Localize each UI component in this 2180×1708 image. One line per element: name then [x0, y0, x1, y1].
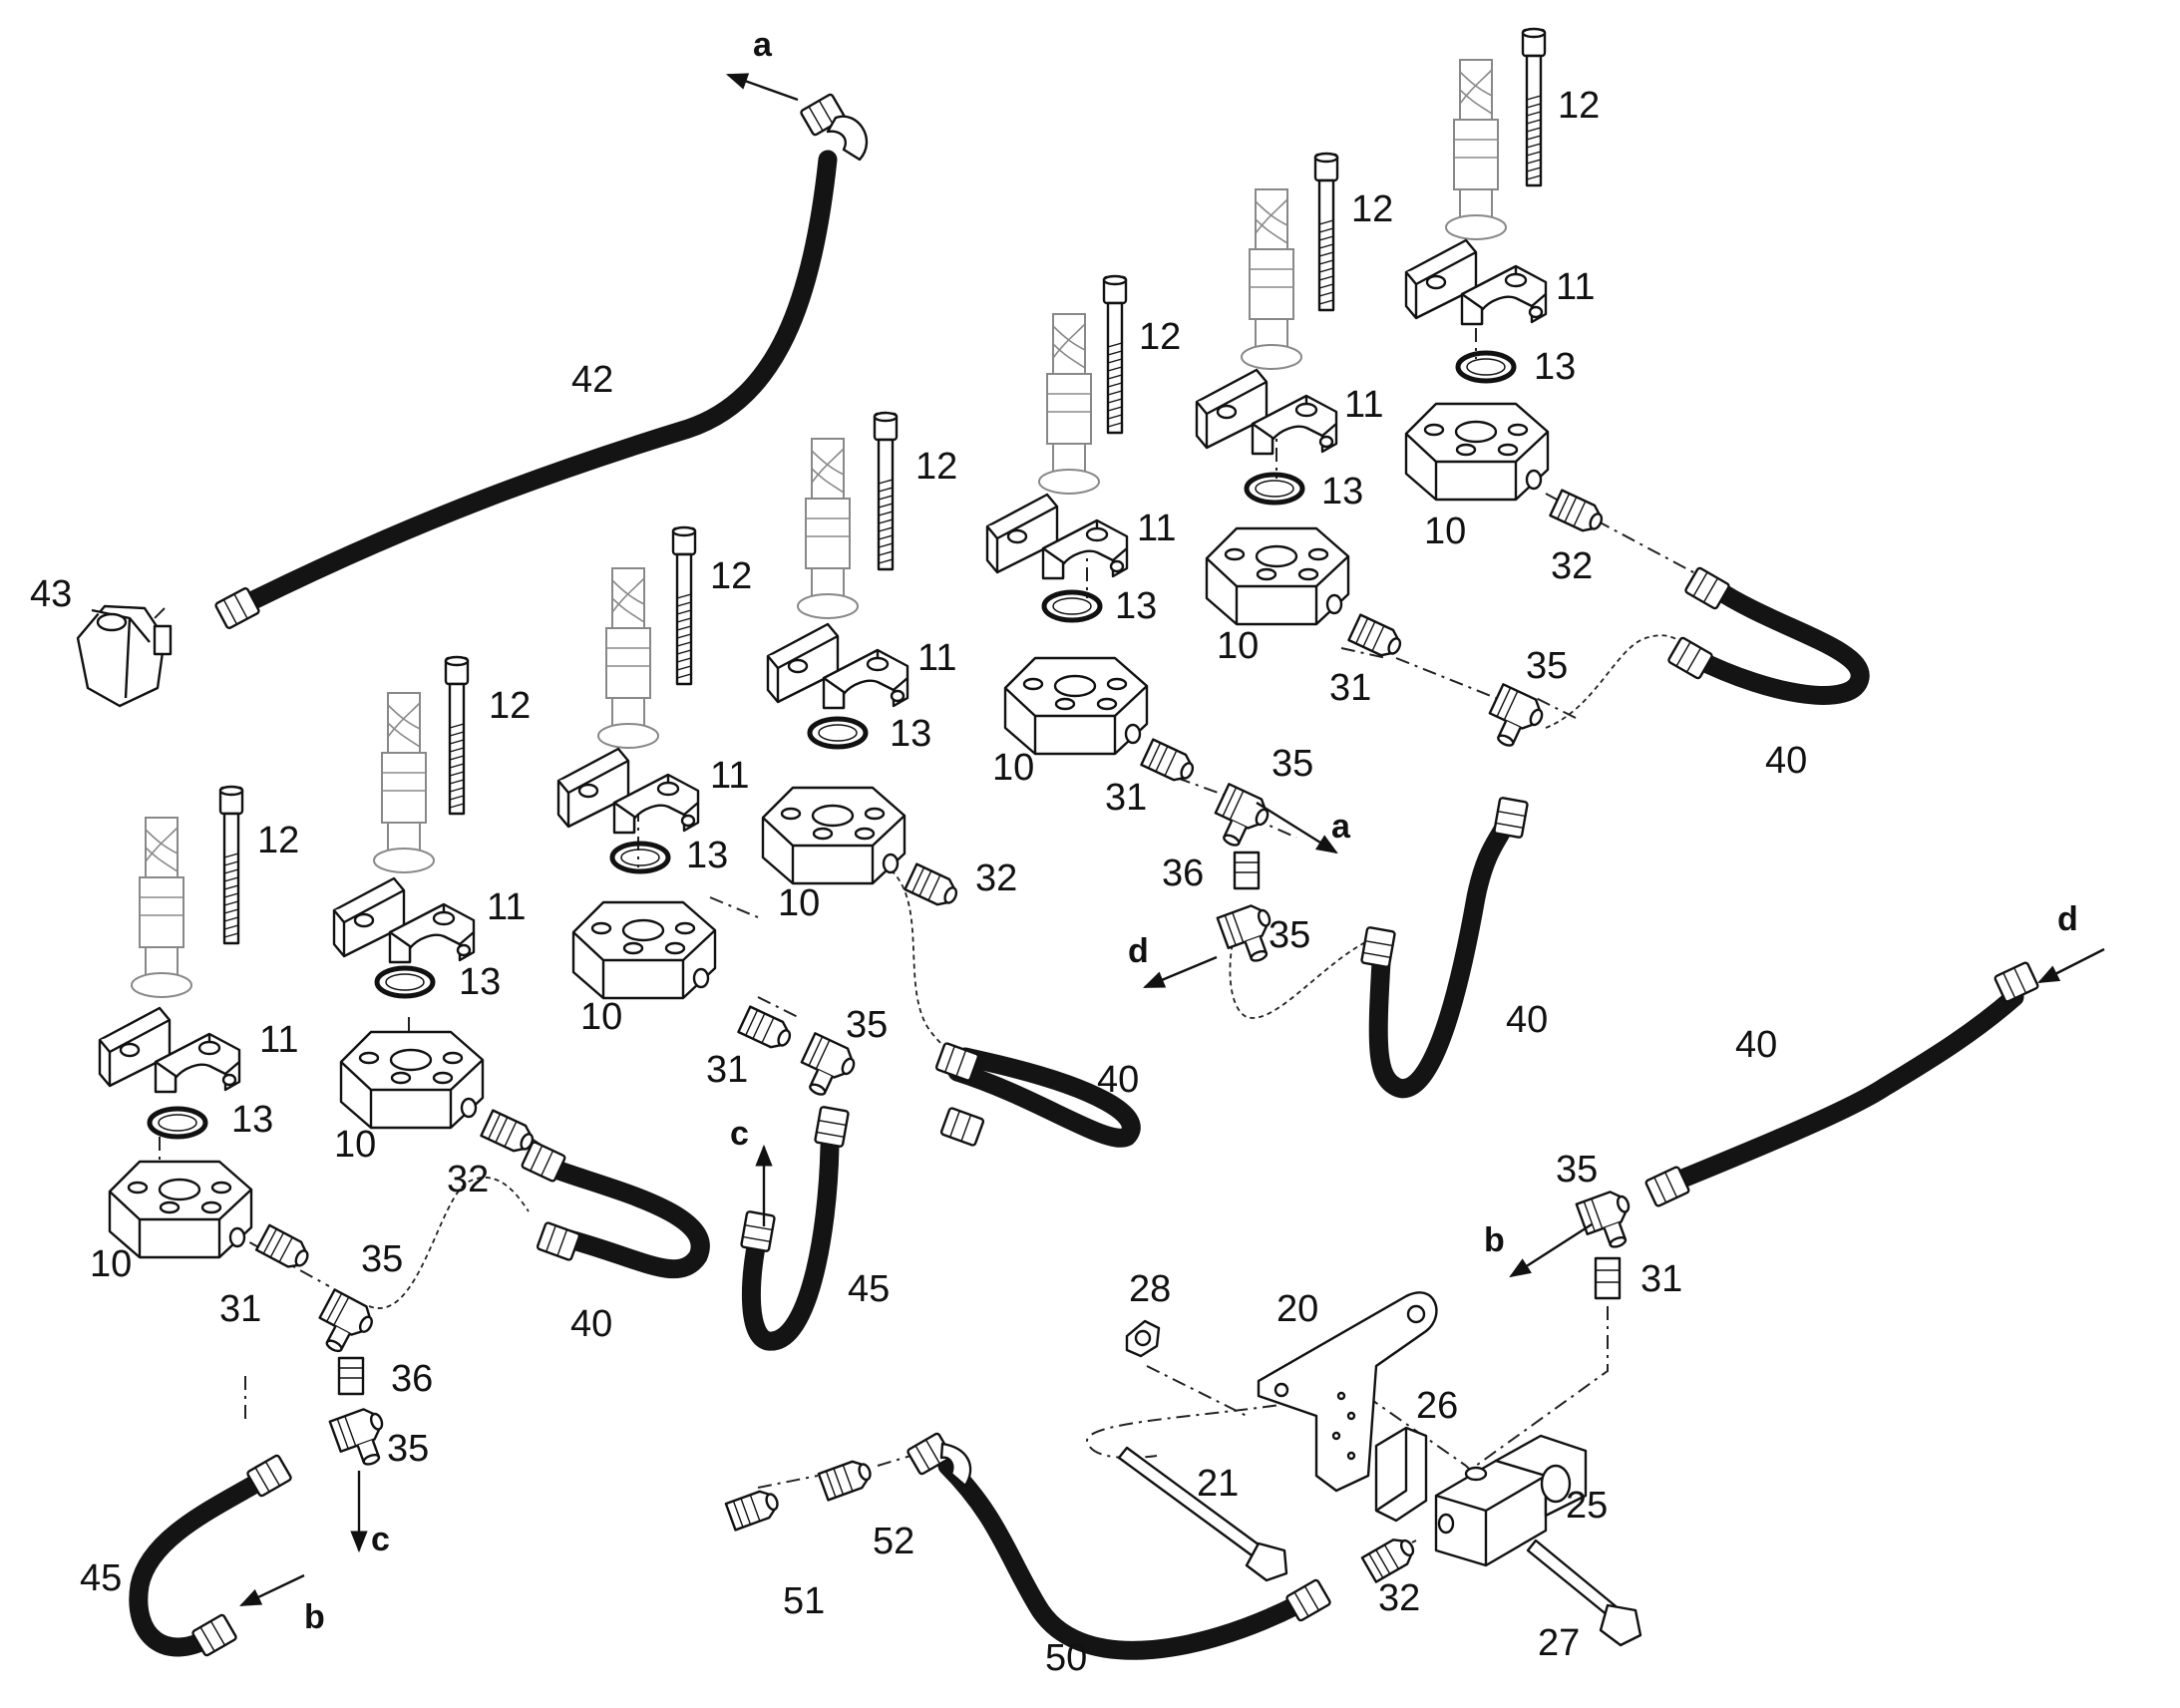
- label-11-b: 11: [487, 886, 526, 928]
- right-side-fittings: [1575, 1186, 1642, 1300]
- hose-45-a: [741, 1137, 840, 1351]
- bottom-fittings: [724, 1456, 1420, 1583]
- label-13-g: 13: [1534, 346, 1576, 388]
- label-32-c: 32: [1551, 545, 1593, 587]
- label-36-a: 36: [391, 1358, 433, 1400]
- label-40-d: 40: [1765, 740, 1807, 782]
- label-26: 26: [1416, 1385, 1458, 1427]
- connector-b-bottom: b: [304, 1598, 325, 1636]
- label-52: 52: [873, 1521, 914, 1562]
- connector-d-right: d: [2057, 900, 2078, 938]
- label-12-b: 12: [489, 685, 531, 727]
- hose-40-e: [1665, 987, 2024, 1192]
- connector-c-mid: c: [730, 1115, 749, 1153]
- label-31-b: 31: [706, 1049, 748, 1091]
- hose-40-c: [1368, 813, 1516, 1099]
- label-11-g: 11: [1556, 266, 1595, 308]
- label-10-c: 10: [580, 996, 622, 1038]
- label-12-d: 12: [915, 446, 957, 488]
- label-13-c: 13: [686, 835, 728, 876]
- label-40-e: 40: [1735, 1024, 1777, 1066]
- label-31-c: 31: [1105, 777, 1147, 819]
- arrow-a-2: [1256, 801, 1338, 854]
- part-labels: 42 43 12 12 12 12 12 12 12 11 11 11 11 1…: [30, 85, 1807, 1679]
- label-50: 50: [1045, 1637, 1087, 1679]
- label-10-d: 10: [778, 882, 820, 924]
- label-40-a: 40: [570, 1303, 612, 1345]
- label-51: 51: [783, 1580, 825, 1622]
- hose-end-fittings: [190, 92, 2040, 1658]
- label-12-a: 12: [257, 820, 299, 861]
- label-13-b: 13: [459, 961, 501, 1003]
- hose-40-a: [539, 1157, 710, 1279]
- label-10-e: 10: [992, 747, 1034, 789]
- label-13-f: 13: [1321, 471, 1363, 512]
- label-32-d: 32: [1378, 1577, 1420, 1619]
- label-20: 20: [1276, 1288, 1318, 1330]
- label-43: 43: [30, 573, 72, 615]
- label-11-f: 11: [1344, 384, 1383, 426]
- label-10-b: 10: [334, 1124, 376, 1166]
- label-11-c: 11: [710, 755, 749, 797]
- label-25: 25: [1566, 1485, 1608, 1527]
- label-12-c: 12: [710, 555, 752, 597]
- label-28: 28: [1129, 1268, 1171, 1310]
- label-11-e: 11: [1137, 508, 1176, 549]
- connector-d-mid: d: [1128, 932, 1149, 970]
- label-42: 42: [571, 359, 613, 401]
- label-35-f: 35: [1526, 645, 1568, 687]
- label-40-b: 40: [1097, 1059, 1139, 1101]
- arrow-d-2: [2037, 947, 2105, 984]
- label-12-f: 12: [1351, 188, 1393, 230]
- hose-42: [237, 150, 838, 613]
- label-35-e: 35: [1269, 914, 1310, 956]
- label-35-g: 35: [1556, 1149, 1598, 1191]
- label-11-d: 11: [917, 637, 956, 679]
- hoses: [129, 150, 2024, 1660]
- label-31-a: 31: [219, 1288, 261, 1330]
- connector-c-bottom: c: [371, 1521, 390, 1558]
- arrow-d-1: [1143, 955, 1218, 989]
- connector-letters: a a d d c c b b: [304, 26, 2078, 1636]
- connector-a-mid: a: [1331, 808, 1351, 846]
- label-36-b: 36: [1162, 853, 1204, 894]
- label-11-a: 11: [259, 1019, 298, 1061]
- label-45-b: 45: [80, 1557, 122, 1599]
- label-40-c: 40: [1506, 999, 1548, 1041]
- connector-b-right: b: [1484, 1221, 1505, 1259]
- label-35-c: 35: [846, 1004, 888, 1046]
- label-35-b: 35: [387, 1428, 429, 1470]
- label-31-e: 31: [1640, 1258, 1682, 1300]
- arrow-b-1: [239, 1573, 305, 1607]
- label-35-a: 35: [361, 1238, 403, 1280]
- part-43-swivel: [76, 604, 173, 708]
- label-32-b: 32: [975, 857, 1017, 899]
- arrow-b-2: [1509, 1222, 1593, 1278]
- label-10-f: 10: [1217, 625, 1259, 667]
- label-35-d: 35: [1272, 743, 1313, 785]
- label-12-g: 12: [1558, 85, 1600, 127]
- label-45-a: 45: [848, 1268, 890, 1310]
- label-31-d: 31: [1329, 667, 1371, 709]
- label-10-a: 10: [90, 1243, 132, 1285]
- hose-40-b: [947, 1047, 1141, 1148]
- hose-50: [937, 1456, 1306, 1660]
- label-13-d: 13: [890, 713, 931, 755]
- label-12-e: 12: [1139, 316, 1181, 358]
- arrow-a-1: [725, 73, 799, 102]
- label-32-a: 32: [447, 1159, 489, 1200]
- connector-arrows: [239, 73, 2105, 1607]
- label-13-e: 13: [1115, 585, 1157, 627]
- flange-assembly-1: [98, 785, 396, 1474]
- label-21: 21: [1197, 1463, 1239, 1505]
- label-13-a: 13: [231, 1099, 273, 1141]
- connector-a-top: a: [753, 26, 773, 64]
- label-27: 27: [1538, 1622, 1580, 1664]
- hose-40-d: [1685, 578, 1870, 705]
- hose-45-b: [129, 1466, 279, 1657]
- label-10-g: 10: [1424, 511, 1466, 552]
- flange-assembly-5: [985, 274, 1283, 970]
- bracket-assembly: [1117, 1291, 1642, 1647]
